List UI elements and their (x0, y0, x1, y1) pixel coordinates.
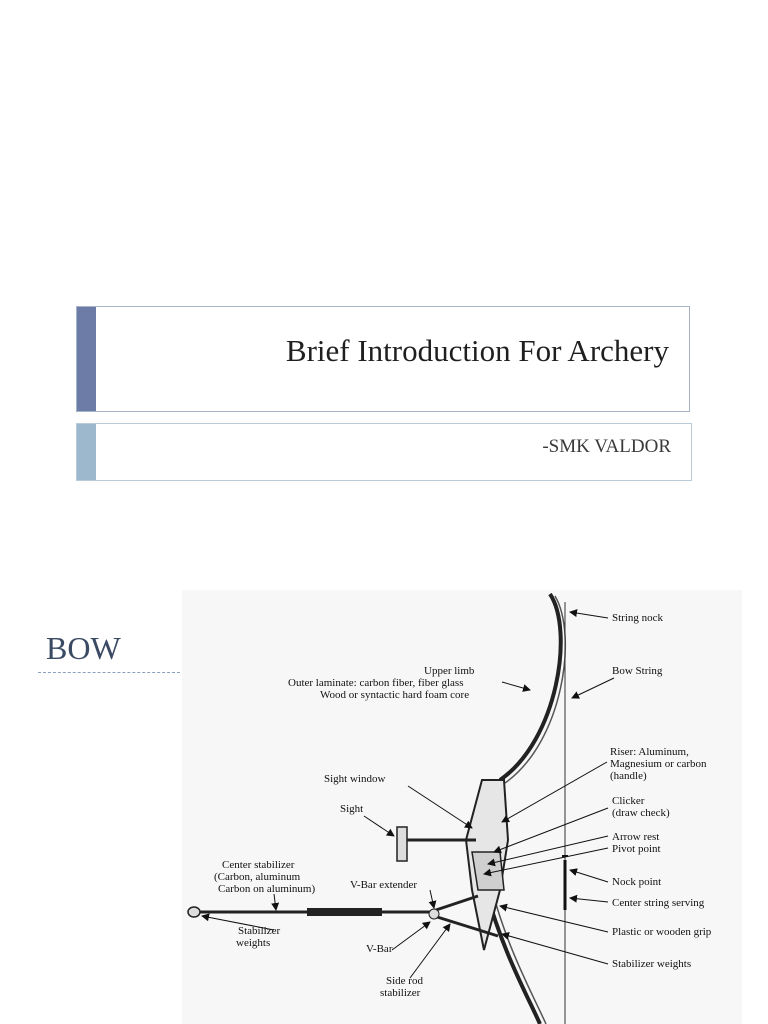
heading-divider (38, 672, 180, 673)
center-stabilizer-weight (187, 906, 201, 918)
label-center-stab-2: (Carbon, aluminum (214, 871, 301, 883)
title-accent-bar (77, 307, 96, 411)
label-upper-limb: Upper limb (424, 665, 475, 677)
label-bow-string: Bow String (612, 665, 663, 677)
label-string-nock: String nock (612, 612, 664, 624)
label-riser-3: (handle) (610, 770, 647, 782)
label-sight: Sight (340, 803, 363, 815)
label-riser-1: Riser: Aluminum, (610, 746, 689, 758)
bow-upper-limb-inner (504, 595, 566, 784)
label-side-rod-2: stabilizer (380, 987, 421, 999)
label-stab-weights-right: Stabilizer weights (612, 958, 691, 970)
label-v-bar: V-Bar (366, 943, 393, 955)
subtitle-accent-bar (77, 424, 96, 480)
v-bar-extender (429, 894, 479, 914)
pointer-arrows (201, 609, 615, 979)
center-stabilizer-sleeve (307, 908, 382, 916)
label-clicker-1: Clicker (612, 795, 645, 807)
label-clicker-2: (draw check) (612, 807, 670, 819)
bow-upper-limb (498, 592, 563, 782)
slide-subtitle: -SMK VALDOR (542, 436, 671, 457)
label-center-stab-3: Carbon on aluminum) (218, 883, 315, 895)
label-pivot-point: Pivot point (612, 843, 661, 855)
label-nock-point: Nock point (612, 876, 661, 888)
subtitle-box: -SMK VALDOR (76, 423, 692, 481)
label-outer-laminate: Outer laminate: carbon fiber, fiber glas… (288, 677, 464, 689)
bow-diagram-svg: String nock Upper limb Outer laminate: c… (187, 592, 712, 1024)
title-slide: Brief Introduction For Archery -SMK VALD… (76, 306, 692, 481)
label-center-stab-1: Center stabilizer (222, 859, 295, 871)
bow-lower-limb-inner (491, 889, 547, 1024)
bow-diagram: String nock Upper limb Outer laminate: c… (182, 590, 742, 1024)
label-stab-weights-left-1: Stabilizer (238, 925, 280, 937)
label-core: Wood or syntactic hard foam core (320, 689, 469, 701)
label-arrow-rest: Arrow rest (612, 831, 659, 843)
label-sight-window: Sight window (324, 773, 385, 785)
slide-title: Brief Introduction For Archery (285, 333, 669, 368)
v-bar-joint (428, 908, 440, 920)
sight-pin (396, 826, 408, 862)
label-grip: Plastic or wooden grip (612, 926, 712, 938)
label-v-bar-extender: V-Bar extender (350, 879, 417, 891)
side-rod (433, 914, 499, 938)
bow-slide: BOW (0, 512, 768, 1024)
label-center-serving: Center string serving (612, 897, 705, 909)
label-stab-weights-left-2: weights (236, 937, 270, 949)
label-riser-2: Magnesium or carbon (610, 758, 707, 770)
section-heading: BOW (46, 630, 121, 666)
title-box: Brief Introduction For Archery (76, 306, 690, 412)
label-side-rod-1: Side rod (386, 975, 423, 987)
